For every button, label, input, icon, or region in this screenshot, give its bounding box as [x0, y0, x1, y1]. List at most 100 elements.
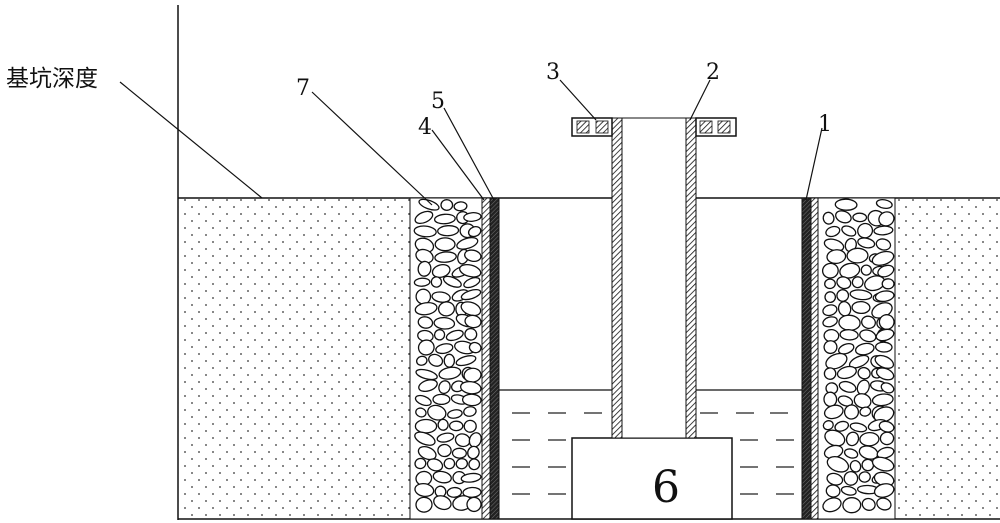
gravel-pebble [463, 277, 481, 289]
gravel-pebble [438, 380, 451, 395]
gravel-pebble [432, 393, 451, 406]
gravel-pebble [413, 225, 437, 238]
gravel-pebble [824, 278, 836, 290]
gravel-pebble [440, 199, 454, 211]
gravel-pebble [843, 470, 859, 486]
label-5: 5 [431, 89, 445, 114]
right-wall-layer-1 [801, 197, 812, 520]
gravel-pebble [849, 460, 862, 473]
gravel-pebble [466, 496, 482, 513]
gravel-pebble [836, 365, 857, 380]
gravel-pebble [433, 213, 456, 225]
gravel-pebble [874, 341, 893, 353]
gravel-pebble [460, 472, 482, 483]
gravel-pebble [417, 446, 437, 461]
leader-2 [689, 79, 711, 121]
gravel-pebble [857, 366, 871, 380]
label-2: 2 [706, 60, 720, 85]
gravel-pebble [861, 497, 876, 511]
gravel-pebble [857, 222, 874, 239]
gravel-layer-left [409, 197, 483, 520]
gravel-pebble [431, 263, 451, 279]
gravel-pebble [467, 226, 482, 238]
gravel-pebble [836, 276, 852, 290]
gravel-pebble [846, 247, 869, 264]
gravel-pebble [431, 291, 451, 303]
gravel-pebble [430, 276, 443, 288]
gravel-pebble [460, 288, 482, 301]
gravel-pebble [415, 496, 433, 513]
gravel-pebble [437, 301, 456, 317]
gravel-pebble [834, 420, 850, 432]
gravel-pebble [434, 251, 457, 263]
gravel-pebble [821, 262, 839, 279]
gravel-pebble [456, 237, 479, 250]
gravel-pebble [823, 367, 837, 380]
gravel-pebble [417, 339, 435, 356]
gravel-pebble [823, 404, 844, 420]
gravel-pebble [451, 447, 467, 459]
label-6: 6 [652, 462, 680, 513]
gravel-pebble [842, 497, 862, 514]
gravel-pebble [861, 458, 875, 472]
gravel-pebble [879, 431, 895, 446]
gravel-pebble [854, 342, 875, 356]
gravel-pebble [443, 353, 456, 368]
gravel-pebble [453, 201, 468, 212]
flange-hatch-left-b [595, 120, 609, 134]
gravel-pebble [871, 456, 895, 472]
gravel-pebble [834, 198, 858, 211]
gravel-pebble [427, 404, 447, 421]
gravel-pebble [878, 420, 895, 433]
flange-hatch-right-a [699, 120, 713, 134]
gravel-pebble [460, 301, 482, 317]
gravel-pebble [434, 237, 456, 252]
gravel-pebble [874, 354, 895, 369]
gravel-pebble [464, 249, 482, 262]
gravel-pebble [871, 250, 895, 266]
gravel-pebble [826, 249, 847, 265]
gravel-pebble [463, 406, 477, 417]
gravel-pebble [825, 225, 841, 238]
gravel-pebble [876, 446, 895, 459]
gravel-pebble [428, 353, 444, 367]
gravel-pebble [838, 380, 857, 393]
gravel-pebble [848, 354, 870, 369]
gravel-pebble [859, 431, 880, 447]
gravel-pebble [447, 409, 463, 419]
gravel-pebble [455, 458, 469, 470]
label-3: 3 [546, 60, 560, 85]
gravel-pebble [880, 382, 895, 394]
gravel-pebble [875, 328, 895, 342]
gravel-pebble [432, 470, 452, 484]
gravel-pebble [463, 212, 482, 222]
gravel-pebble [859, 406, 872, 417]
gravel-pebble [464, 327, 478, 341]
gravel-pebble [873, 225, 894, 236]
gravel-pebble [837, 343, 855, 355]
gravel-pebble [437, 418, 449, 431]
gravel-pebble [858, 471, 871, 483]
gravel-pebble [875, 198, 893, 210]
gravel-pebble [841, 225, 857, 237]
gravel-pebble [875, 367, 895, 381]
gravel-pebble [851, 300, 871, 315]
leader-7 [311, 91, 433, 206]
gravel-pebble [860, 264, 872, 276]
gravel-pebble [446, 486, 463, 498]
leader-lines [119, 79, 823, 206]
gravel-pebble [823, 340, 838, 355]
gravel-pebble [445, 329, 464, 342]
gravel-pebble [859, 329, 877, 343]
pipe-wall-left [611, 117, 623, 439]
gravel-pebble [843, 448, 859, 459]
gravel-pebble [468, 341, 482, 354]
label-depth: 基坑深度 [6, 66, 98, 92]
gravel-pebble [413, 277, 431, 287]
gravel-pebble [448, 420, 464, 432]
gravel-pebble [433, 495, 452, 511]
gravel-pebble [823, 391, 838, 408]
gravel-pebble [433, 329, 446, 341]
label-4: 4 [418, 115, 432, 140]
gravel-pebble [853, 393, 872, 409]
